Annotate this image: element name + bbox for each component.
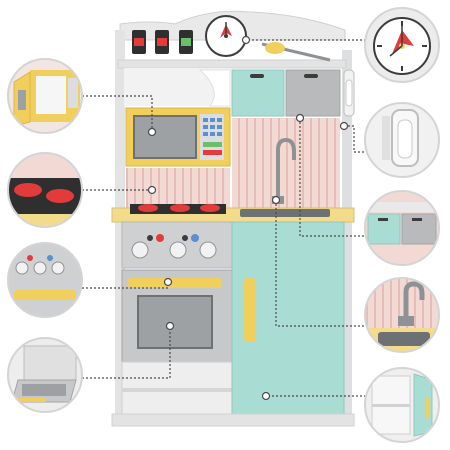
detail-oven-open bbox=[7, 337, 83, 413]
utensil-icon bbox=[261, 42, 331, 62]
kitchen-body bbox=[111, 10, 355, 427]
detail-microwave-open bbox=[7, 58, 83, 134]
sink bbox=[240, 209, 330, 217]
detail-oven-knobs bbox=[7, 242, 83, 318]
phone-icon bbox=[343, 69, 355, 117]
knob-row bbox=[131, 234, 217, 259]
callout-dots bbox=[147, 35, 349, 401]
detail-phone bbox=[364, 102, 440, 178]
clock-icon bbox=[205, 15, 247, 57]
detail-clock bbox=[364, 7, 440, 83]
detail-stove-top bbox=[7, 152, 83, 228]
base-plinth bbox=[111, 413, 355, 427]
detail-fridge-open bbox=[364, 367, 440, 443]
backsplash-right bbox=[232, 118, 340, 210]
backsplash bbox=[126, 168, 230, 210]
refrigerator-icon bbox=[231, 221, 345, 415]
right-frame bbox=[342, 50, 352, 420]
spice-jar-icon bbox=[132, 30, 193, 54]
oven-icon bbox=[121, 269, 233, 363]
stove-burner-icon bbox=[130, 204, 226, 214]
top-shelf bbox=[117, 59, 347, 69]
callout-lines bbox=[82, 39, 365, 397]
microwave-icon bbox=[125, 107, 231, 167]
left-frame bbox=[115, 30, 125, 420]
detail-faucet bbox=[364, 277, 440, 353]
detail-drawers bbox=[364, 190, 440, 266]
